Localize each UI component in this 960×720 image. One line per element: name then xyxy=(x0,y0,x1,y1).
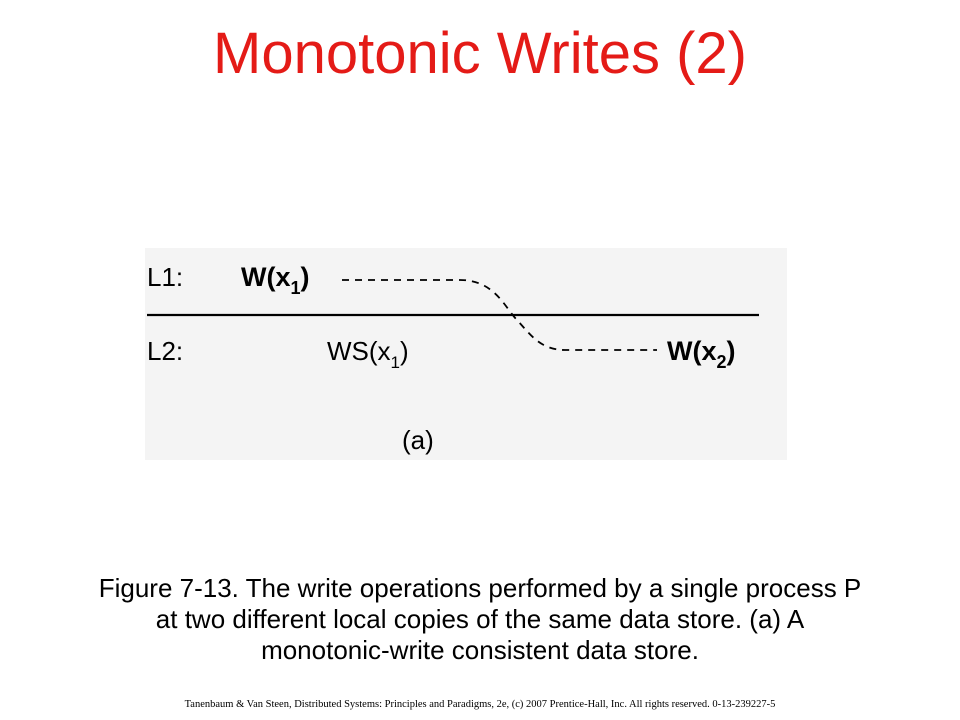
op-write-x2: W(x2) xyxy=(667,336,736,372)
row-label-l2: L2: xyxy=(147,336,183,366)
op-write-x1: W(x1) xyxy=(241,262,310,298)
caption-line-3: monotonic-write consistent data store. xyxy=(261,635,699,665)
part-label: (a) xyxy=(402,425,434,455)
figure-diagram: L1: L2: W(x1) WS(x1) W(x2) (a) xyxy=(145,248,787,460)
op-write-set-x1: WS(x1) xyxy=(327,336,409,372)
caption-line-1: Figure 7-13. The write operations perfor… xyxy=(98,573,862,603)
figure-caption: Figure 7-13. The write operations perfor… xyxy=(0,573,960,666)
caption-line-2: at two different local copies of the sam… xyxy=(155,604,805,634)
copyright-footer: Tanenbaum & Van Steen, Distributed Syste… xyxy=(184,699,776,710)
slide-title: Monotonic Writes (2) xyxy=(213,21,747,86)
row-label-l1: L1: xyxy=(147,262,183,292)
propagation-dashed-curve xyxy=(342,279,657,351)
